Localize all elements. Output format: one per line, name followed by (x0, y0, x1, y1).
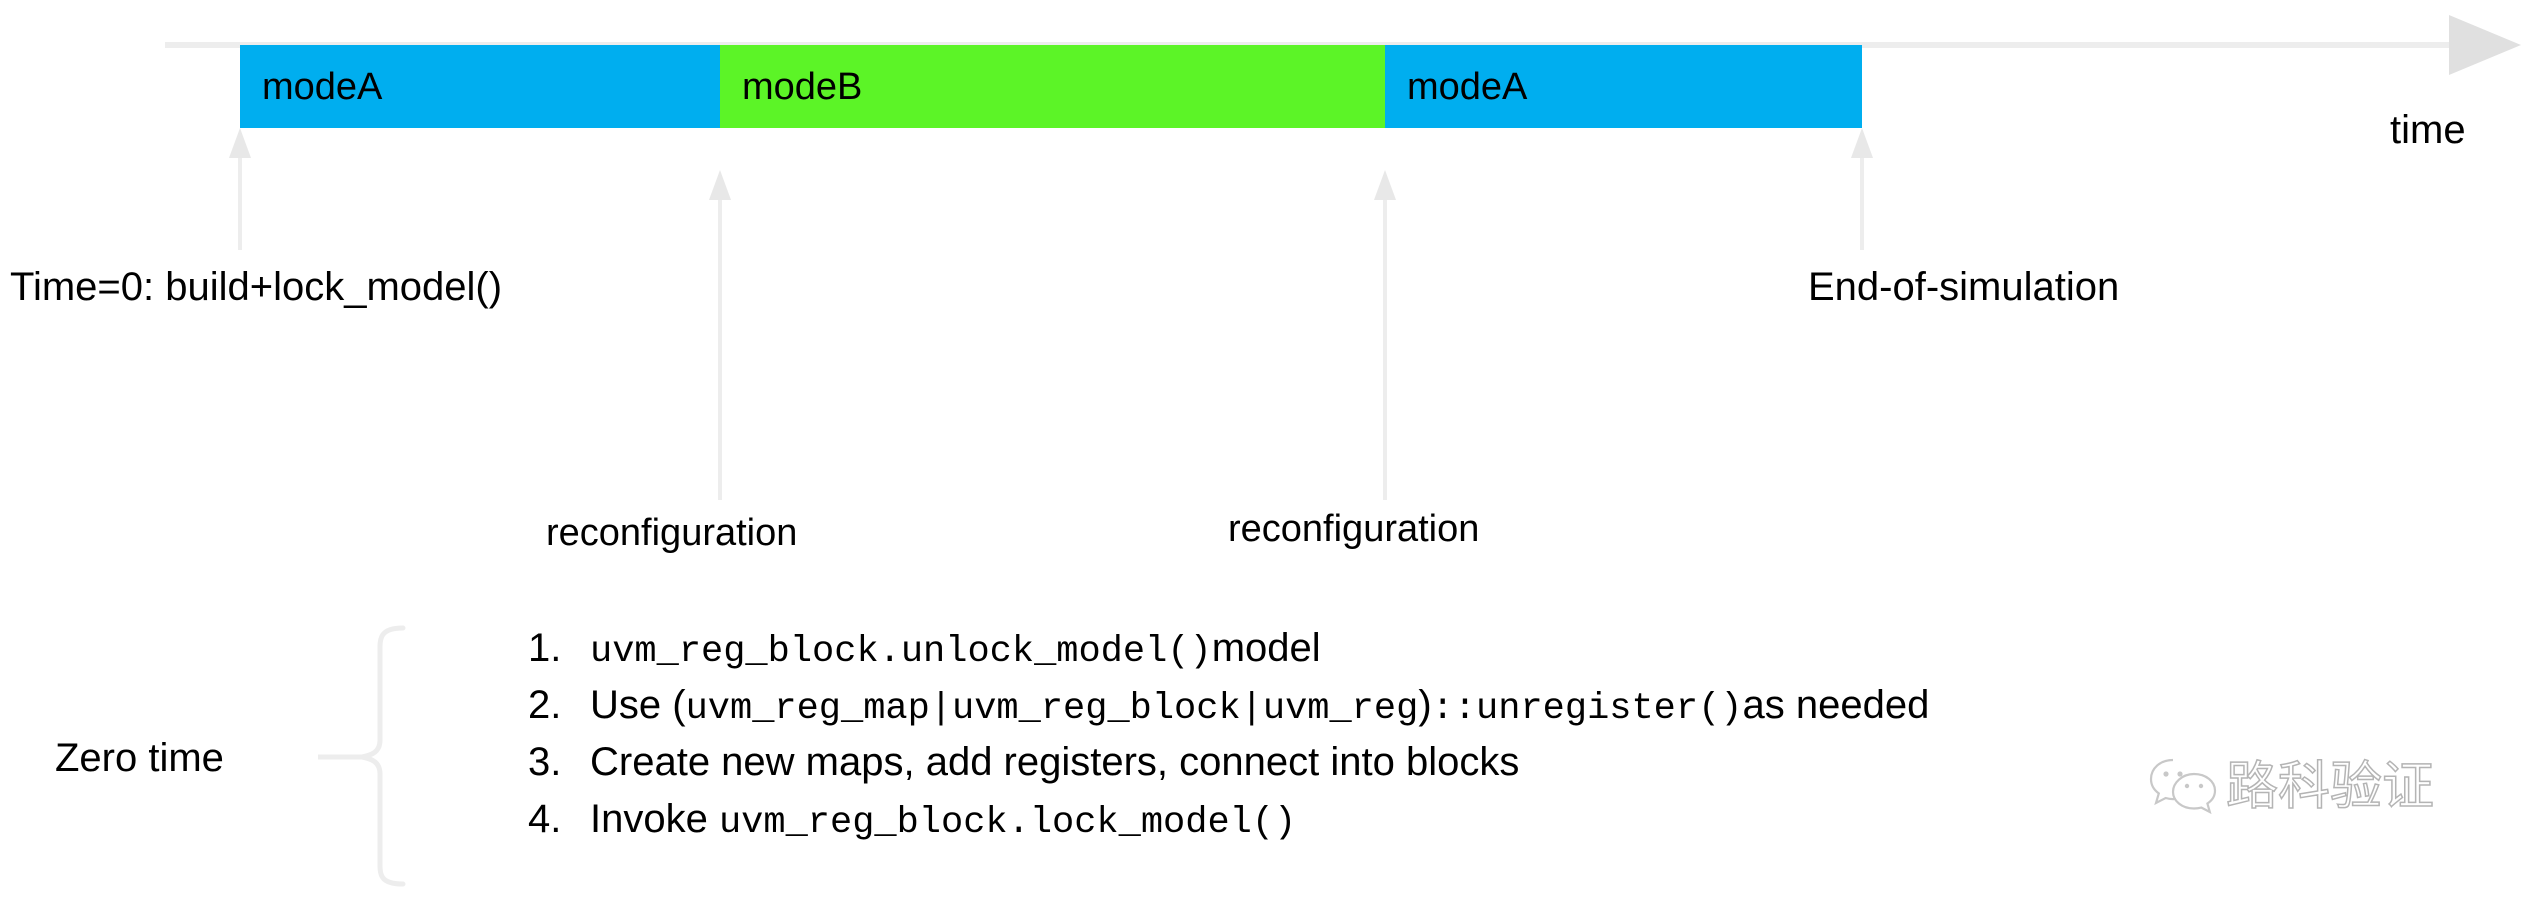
timeline-segment-modeA-2: modeA (1385, 45, 1862, 128)
marker-arrow-reconfiguration-1 (709, 170, 731, 500)
marker-label-reconfiguration-1: reconfiguration (546, 512, 798, 554)
segment-label: modeA (262, 65, 383, 108)
segment-label: modeB (742, 65, 863, 108)
timeline-segment-modeA-1: modeA (240, 45, 720, 128)
step-word: Invoke (590, 797, 719, 841)
axis-title-time: time (2390, 108, 2466, 152)
marker-label-end-of-simulation: End-of-simulation (1808, 265, 2120, 309)
marker-label-time-zero: Time=0: build+lock_model() (10, 265, 503, 309)
step-text: Use (uvm_reg_map|uvm_reg_block|uvm_reg):… (590, 683, 1929, 730)
step-number: 3. (528, 740, 562, 784)
marker-arrow-time-zero (229, 128, 251, 250)
step-code: uvm_reg_map|uvm_reg_block|uvm_reg (685, 688, 1419, 730)
step-word: as needed (1742, 683, 1930, 727)
marker-arrow-reconfiguration-2 (1374, 170, 1396, 500)
list-item: 3. Create new maps, add registers, conne… (528, 740, 2428, 797)
zero-time-label: Zero time (55, 736, 224, 780)
list-item: 4. Invoke uvm_reg_block.lock_model() (528, 797, 2428, 854)
step-word: model (1211, 626, 1321, 670)
list-item: 2. Use (uvm_reg_map|uvm_reg_block|uvm_re… (528, 683, 2428, 740)
step-word: Use (590, 683, 673, 727)
list-item: 1. uvm_reg_block.unlock_model()model (528, 626, 2428, 683)
timeline-segment-modeB: modeB (720, 45, 1385, 128)
marker-arrow-end-of-simulation (1851, 128, 1873, 250)
step-text: uvm_reg_block.unlock_model()model (590, 626, 1321, 673)
step-text: Create new maps, add registers, connect … (590, 740, 1519, 785)
zero-time-steps-list: 1. uvm_reg_block.unlock_model()model 2. … (528, 626, 2428, 854)
marker-label-reconfiguration-2: reconfiguration (1228, 508, 1480, 550)
step-number: 4. (528, 797, 562, 841)
step-code: uvm_reg_block.lock_model() (718, 802, 1297, 844)
step-paren-close: ) (1418, 683, 1432, 727)
zero-time-brace (318, 625, 406, 887)
step-code: ::unregister() (1431, 688, 1743, 730)
step-word: Create new maps, add registers, connect … (590, 740, 1520, 784)
step-number: 1. (528, 626, 562, 670)
step-number: 2. (528, 683, 562, 727)
step-code: uvm_reg_block.unlock_model() (590, 631, 1212, 673)
step-text: Invoke uvm_reg_block.lock_model() (590, 797, 1296, 844)
step-paren-open: ( (672, 683, 686, 727)
segment-label: modeA (1407, 65, 1528, 108)
